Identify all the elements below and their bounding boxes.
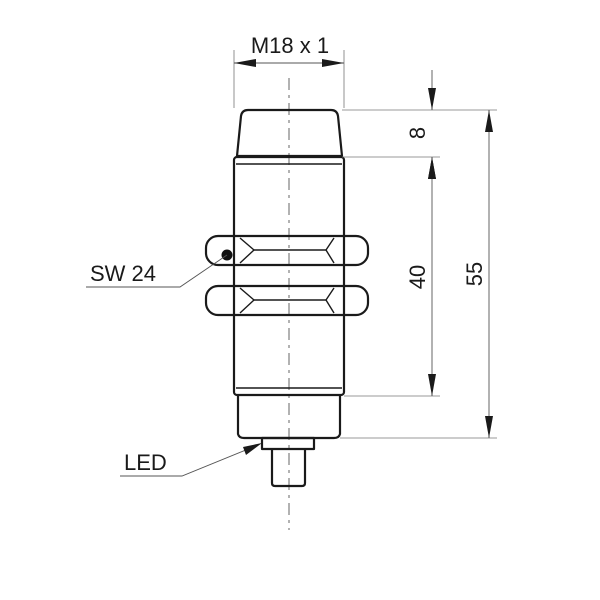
thread-arrow-right — [322, 59, 344, 67]
led-label: LED — [124, 450, 167, 475]
dim-body-arrow-bottom — [428, 374, 436, 396]
dim-body-label: 40 — [405, 265, 430, 289]
thread-arrow-left — [234, 59, 256, 67]
thread-size-label: M18 x 1 — [251, 33, 329, 58]
dim-cap-arrow-top — [428, 88, 436, 110]
nut-lower — [204, 284, 370, 317]
sensing-cap — [235, 108, 344, 158]
dim-total-label: 55 — [462, 262, 487, 286]
dim-total-arrow-bottom — [485, 416, 493, 438]
led-ring — [260, 436, 316, 451]
led-leader-arrow — [243, 443, 262, 455]
led-leader — [120, 444, 259, 477]
wrench-size-label: SW 24 — [90, 261, 156, 286]
dim-total-arrow-top — [485, 110, 493, 132]
cable-stub — [270, 449, 307, 488]
nut-upper — [204, 234, 370, 267]
dim-body-arrow-top — [428, 157, 436, 179]
wrench-leader — [86, 254, 228, 288]
dim-cap-label: 8 — [405, 127, 430, 139]
threaded-body — [232, 155, 346, 397]
